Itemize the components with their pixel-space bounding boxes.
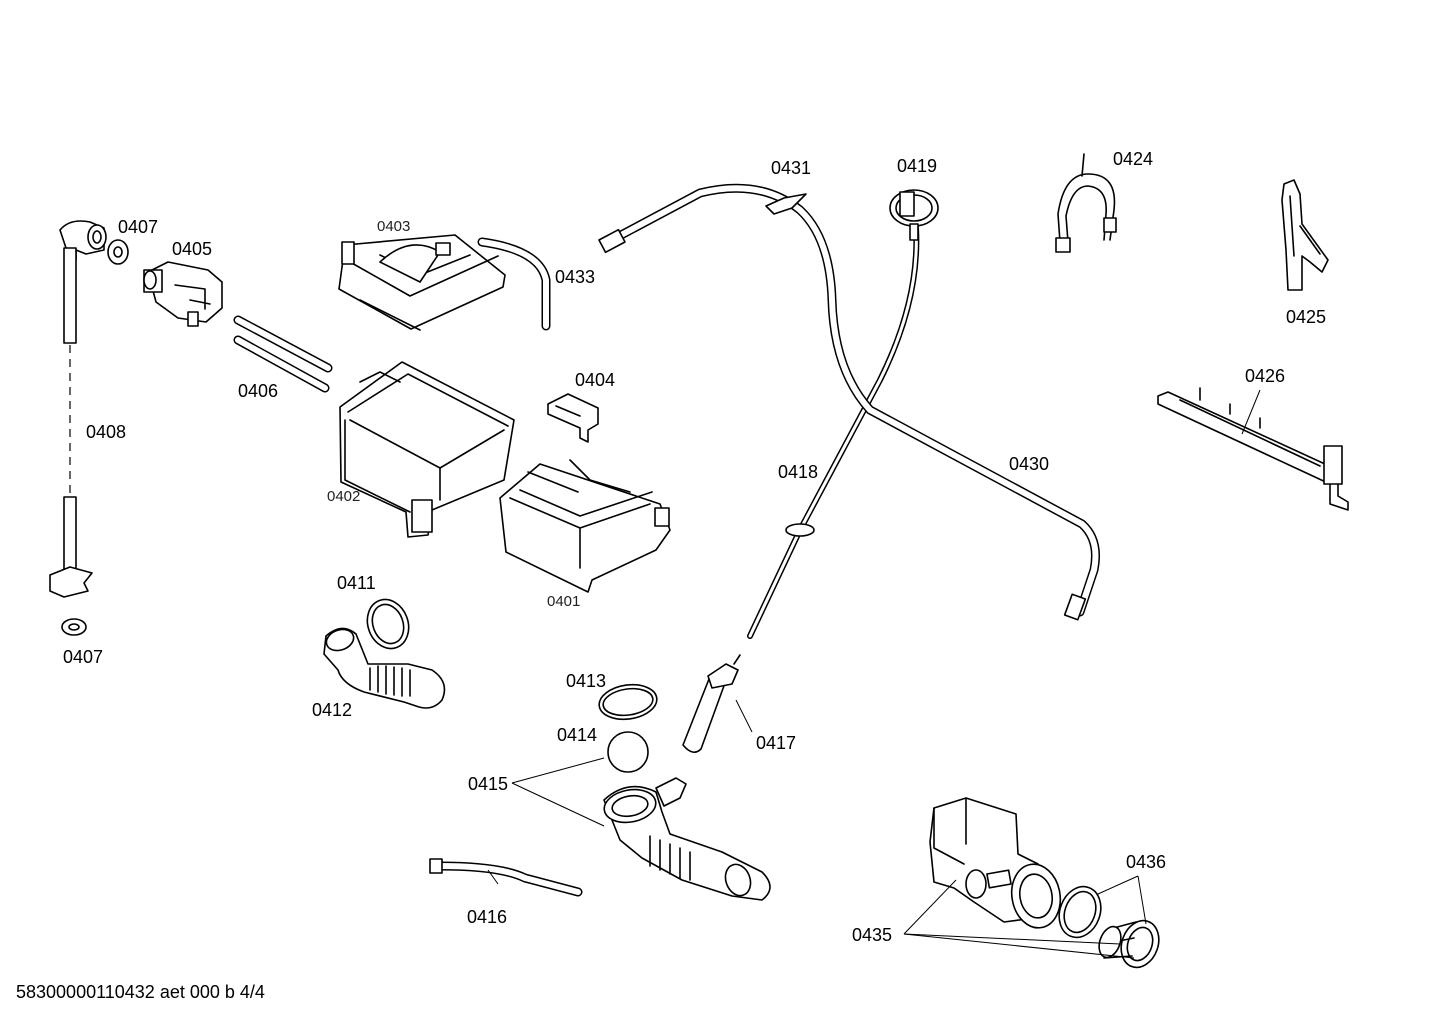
- part-0401-detergent-drawer: [499, 459, 671, 593]
- label-0414: 0414: [557, 725, 597, 745]
- part-0436-filter-and-seal: [1058, 885, 1160, 969]
- part-0404-siphon-cap: [547, 393, 599, 443]
- label-0407-top: 0407: [118, 217, 158, 237]
- label-0419: 0419: [897, 156, 937, 176]
- part-0407-washer-bottom: [61, 618, 87, 636]
- part-0435-drain-pump: [929, 797, 1062, 929]
- part-0414-ball: [607, 731, 649, 773]
- label-0435: 0435: [852, 925, 892, 945]
- label-0430: 0430: [1009, 454, 1049, 474]
- label-0406: 0406: [238, 381, 278, 401]
- part-0430-0431-pipe: [598, 183, 1100, 621]
- part-0403-dispenser-top: [338, 234, 506, 331]
- part-0419-pressure-switch: [889, 189, 939, 241]
- leader-lines: [487, 389, 1261, 959]
- label-0415: 0415: [468, 774, 508, 794]
- part-0425-bracket: [1281, 179, 1329, 291]
- label-0405: 0405: [172, 239, 212, 259]
- label-0431: 0431: [771, 158, 811, 178]
- label-0403: 0403: [377, 218, 410, 235]
- label-0425: 0425: [1286, 307, 1326, 327]
- document-footer: 58300000110432 aet 000 b 4/4: [16, 982, 265, 1002]
- part-0417-sensor: [682, 654, 741, 753]
- label-0404: 0404: [575, 370, 615, 390]
- label-0416: 0416: [467, 907, 507, 927]
- label-0412: 0412: [312, 700, 352, 720]
- part-0405-inlet-valve: [143, 261, 223, 327]
- part-0416-hose: [429, 858, 583, 897]
- label-0433: 0433: [555, 267, 595, 287]
- part-labels: 0407 0405 0403 0433 0431 0419 0424 0425 …: [63, 149, 1326, 945]
- label-0426: 0426: [1245, 366, 1285, 386]
- label-0413: 0413: [566, 671, 606, 691]
- part-0408-inlet-hose: [49, 220, 107, 598]
- label-0424: 0424: [1113, 149, 1153, 169]
- part-0426-rail: [1157, 387, 1349, 511]
- part-0424-bracket: [1055, 153, 1117, 253]
- part-0433-hose: [477, 237, 551, 331]
- part-0412-bellows-hose: [323, 627, 446, 709]
- label-0436: 0436: [1126, 852, 1166, 872]
- label-0401: 0401: [547, 593, 580, 610]
- part-0415-sump-hose: [603, 777, 771, 901]
- label-0411: 0411: [337, 573, 376, 593]
- label-0402: 0402: [327, 488, 360, 505]
- label-0418: 0418: [778, 462, 818, 482]
- part-0411-seal-ring: [366, 598, 410, 650]
- part-0402-dispenser-housing: [339, 361, 515, 538]
- label-0417: 0417: [756, 733, 796, 753]
- label-0407-bottom: 0407: [63, 647, 103, 667]
- part-0406-hoses: [233, 315, 333, 393]
- part-0413-seal-ring: [598, 683, 658, 721]
- label-0408: 0408: [86, 422, 126, 442]
- part-0407-washer-top: [107, 239, 129, 265]
- part-0418-pressure-hose: [747, 225, 920, 639]
